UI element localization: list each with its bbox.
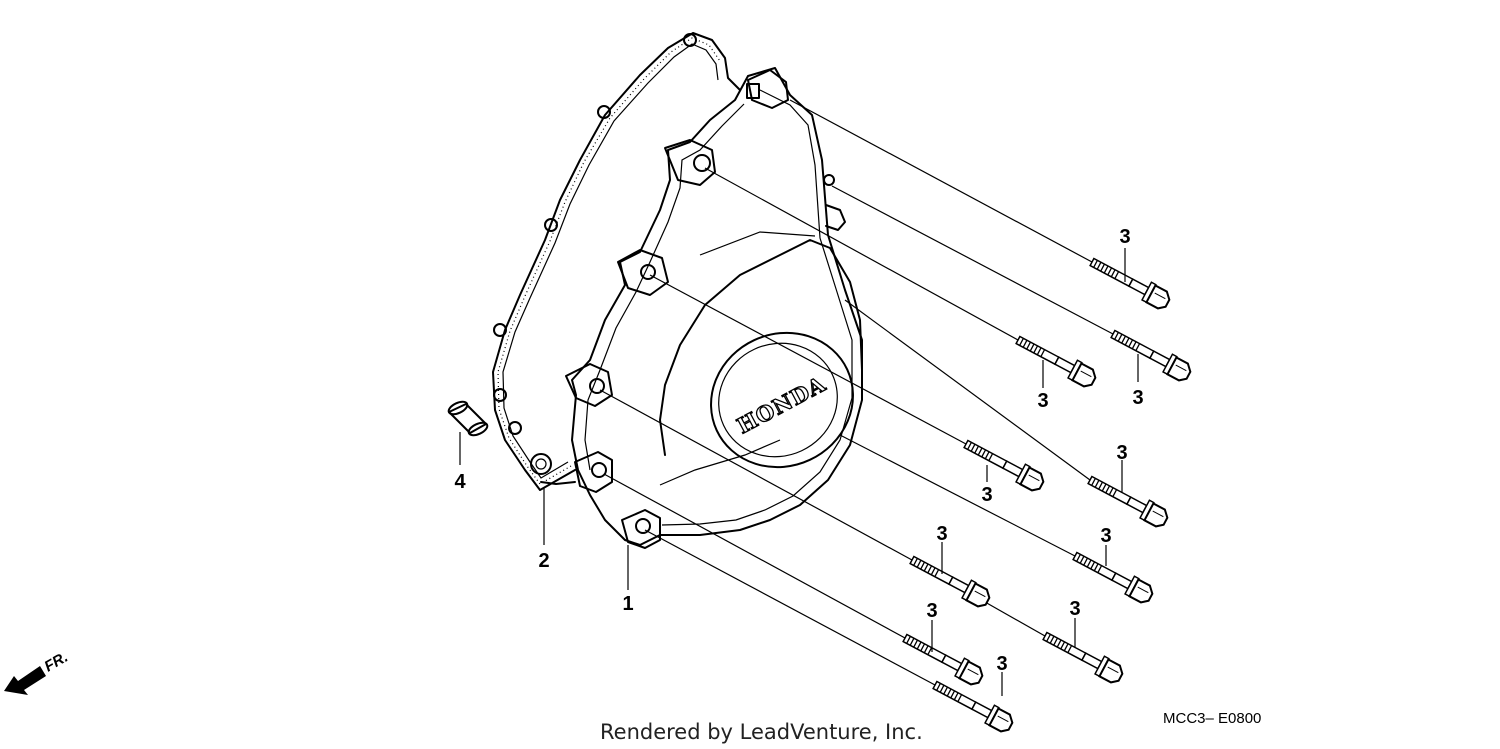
render-credit: Rendered by LeadVenture, Inc.	[600, 720, 923, 744]
bolt	[906, 550, 994, 611]
callout-bolt: 3	[981, 484, 992, 506]
callouts: 3 3 3 3 3 3 3 3 3 3 4 2 1	[454, 226, 1143, 675]
callout-bolt: 3	[1069, 598, 1080, 620]
diagram-code: MCC3– E0800	[1163, 710, 1261, 727]
bolt	[1084, 470, 1172, 531]
gasket[interactable]	[492, 32, 741, 491]
callout-bolt: 3	[936, 523, 947, 545]
callout-bolt: 3	[1119, 226, 1130, 248]
arrow-icon	[4, 666, 46, 695]
callout-bolt: 3	[996, 653, 1007, 675]
callout-cover: 1	[622, 593, 633, 615]
bolt	[1069, 546, 1157, 607]
callout-bolt: 3	[926, 600, 937, 622]
flange-bolts[interactable]	[899, 252, 1195, 736]
bolt	[960, 434, 1048, 495]
callout-bolt: 3	[1116, 442, 1127, 464]
callout-bolt: 3	[1100, 525, 1111, 547]
cover-logo: HONDA	[733, 371, 830, 439]
front-direction-arrow: FR.	[4, 649, 71, 695]
bolt	[1107, 324, 1195, 385]
left-crankcase-cover[interactable]: HONDA	[565, 67, 875, 549]
alignment-lines	[599, 99, 1114, 686]
callout-dowel-pin: 4	[454, 471, 466, 493]
callout-bolt: 3	[1132, 387, 1143, 409]
dowel-pin[interactable]	[447, 399, 489, 438]
callout-gasket: 2	[538, 550, 549, 572]
callout-bolt: 3	[1037, 390, 1048, 412]
callout-leaders	[459, 248, 1139, 696]
bolt	[1086, 252, 1174, 313]
bolt	[1039, 626, 1127, 687]
bolt	[899, 628, 987, 689]
direction-label: FR.	[42, 649, 71, 676]
bolt	[1012, 330, 1100, 391]
